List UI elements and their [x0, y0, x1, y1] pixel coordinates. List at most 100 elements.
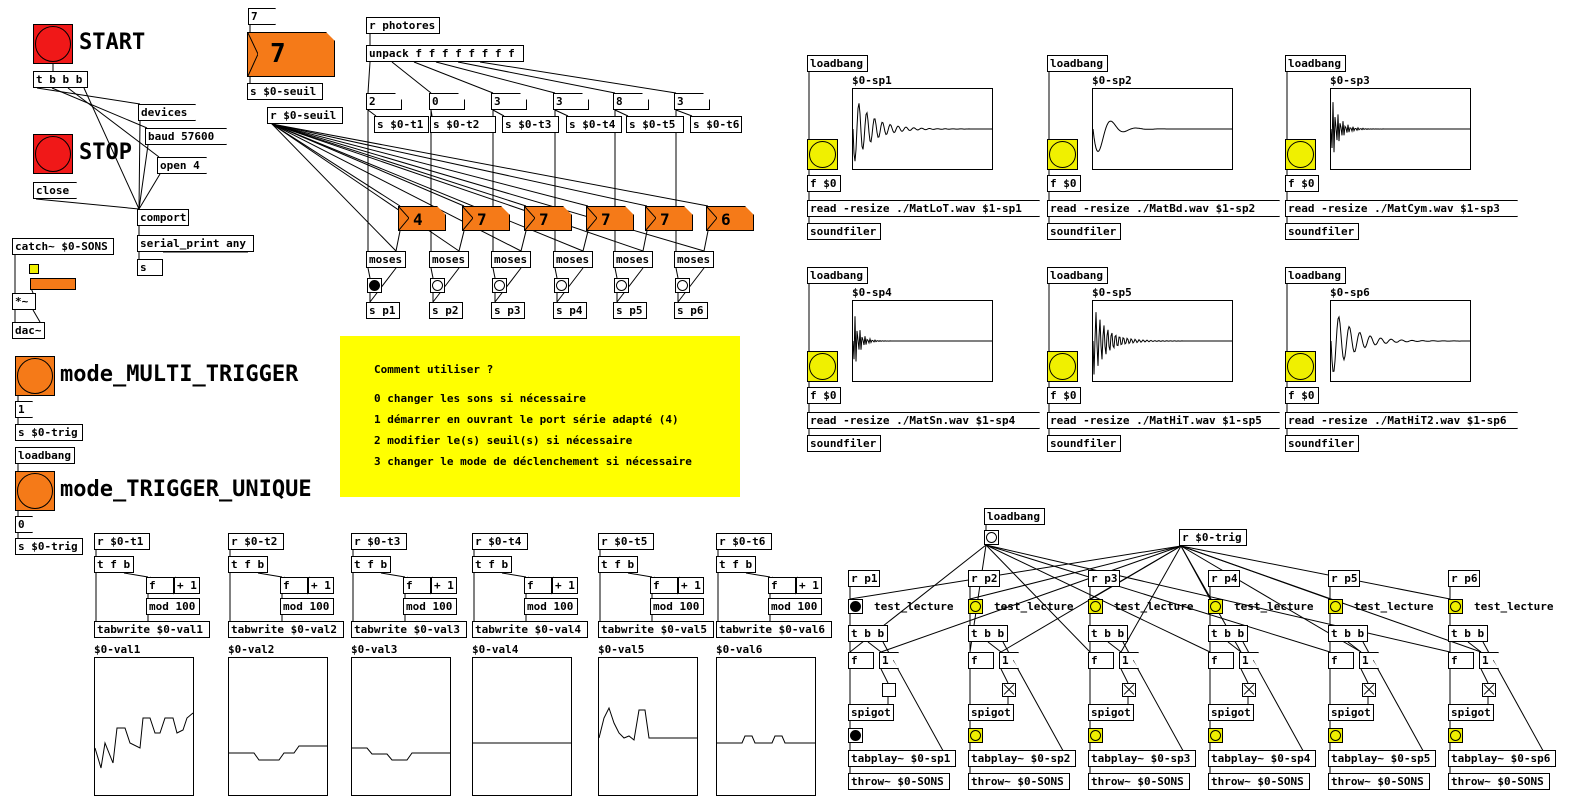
catch-object[interactable]: catch~ $0-SONS: [12, 238, 114, 255]
tabplay-5[interactable]: tabplay~ $0-sp5: [1328, 750, 1436, 767]
player-receive-1[interactable]: r p1: [848, 570, 880, 587]
graph-plus-3[interactable]: + 1: [431, 577, 457, 594]
graph-tfb-3[interactable]: t f b: [351, 556, 391, 573]
player-toggle-4[interactable]: [1242, 683, 1256, 697]
send-t3[interactable]: s $0-t3: [502, 116, 559, 133]
sample-loadbang-3[interactable]: loadbang: [1285, 55, 1346, 72]
photores-value-3[interactable]: 3: [491, 93, 527, 110]
close-message[interactable]: close: [33, 182, 77, 199]
player-end-bang-4[interactable]: [1208, 728, 1223, 743]
player-one-1[interactable]: 1: [879, 652, 899, 669]
graph-mod-1[interactable]: mod 100: [146, 598, 200, 615]
graph-mod-4[interactable]: mod 100: [524, 598, 578, 615]
devices-message[interactable]: devices: [138, 104, 196, 121]
spigot-2[interactable]: spigot: [968, 704, 1014, 721]
graph-f-5[interactable]: f: [650, 577, 678, 594]
moses-6[interactable]: moses: [674, 251, 714, 268]
player-bang-5[interactable]: [1328, 599, 1343, 614]
graph-plus-1[interactable]: + 1: [174, 577, 200, 594]
graph-receive-4[interactable]: r $0-t4: [472, 533, 528, 550]
send-t1[interactable]: s $0-t1: [374, 116, 429, 133]
sample-bang-6[interactable]: [1285, 351, 1316, 382]
graph-f-1[interactable]: f: [146, 577, 174, 594]
graph-tabwrite-2[interactable]: tabwrite $0-val2: [228, 621, 344, 638]
soundfiler-2[interactable]: soundfiler: [1047, 223, 1121, 240]
unpack-object[interactable]: unpack f f f f f f f f: [366, 45, 524, 62]
send-s-object[interactable]: s: [137, 259, 163, 276]
tabplay-6[interactable]: tabplay~ $0-sp6: [1448, 750, 1556, 767]
player-bang-1[interactable]: [848, 599, 863, 614]
sample-f-1[interactable]: f $0: [807, 175, 841, 192]
soundfiler-6[interactable]: soundfiler: [1285, 435, 1359, 452]
send-seuil[interactable]: s $0-seuil: [247, 83, 323, 100]
graph-tabwrite-3[interactable]: tabwrite $0-val3: [351, 621, 467, 638]
graph-mod-5[interactable]: mod 100: [650, 598, 704, 615]
graph-receive-1[interactable]: r $0-t1: [94, 533, 150, 550]
volume-toggle[interactable]: [29, 264, 39, 274]
graph-tabwrite-5[interactable]: tabwrite $0-val5: [598, 621, 714, 638]
player-f-6[interactable]: f: [1448, 652, 1474, 669]
photores-value-5[interactable]: 8: [613, 93, 649, 110]
comport-object[interactable]: comport: [137, 209, 189, 226]
send-t5[interactable]: s $0-t5: [626, 116, 684, 133]
loadbang-trig[interactable]: loadbang: [15, 447, 75, 464]
player-f-3[interactable]: f: [1088, 652, 1114, 669]
photores-value-2[interactable]: 0: [429, 93, 465, 110]
sample-bang-2[interactable]: [1047, 139, 1078, 170]
threshold-box-3[interactable]: 7: [524, 206, 572, 231]
soundfiler-4[interactable]: soundfiler: [807, 435, 881, 452]
player-end-bang-1[interactable]: [848, 728, 863, 743]
baud-message[interactable]: baud 57600: [145, 128, 227, 145]
graph-plus-5[interactable]: + 1: [678, 577, 704, 594]
spigot-6[interactable]: spigot: [1448, 704, 1494, 721]
player-toggle-1[interactable]: [882, 683, 896, 697]
tabplay-2[interactable]: tabplay~ $0-sp2: [968, 750, 1076, 767]
throw-3[interactable]: throw~ $0-SONS: [1088, 773, 1190, 790]
graph-receive-3[interactable]: r $0-t3: [351, 533, 407, 550]
sample-f-2[interactable]: f $0: [1047, 175, 1081, 192]
spigot-3[interactable]: spigot: [1088, 704, 1134, 721]
graph-receive-5[interactable]: r $0-t5: [598, 533, 654, 550]
player-receive-5[interactable]: r p5: [1328, 570, 1360, 587]
tabplay-1[interactable]: tabplay~ $0-sp1: [848, 750, 956, 767]
threshold-box-4[interactable]: 7: [586, 206, 634, 231]
graph-plus-2[interactable]: + 1: [308, 577, 334, 594]
open-message[interactable]: open 4: [157, 157, 207, 174]
sample-loadbang-5[interactable]: loadbang: [1047, 267, 1108, 284]
receive-trig[interactable]: r $0-trig: [1179, 529, 1247, 546]
sample-read-4[interactable]: read -resize ./MatSn.wav $1-sp4: [807, 412, 1040, 429]
player-receive-2[interactable]: r p2: [968, 570, 1000, 587]
player-end-bang-2[interactable]: [968, 728, 983, 743]
player-toggle-5[interactable]: [1362, 683, 1376, 697]
player-f-2[interactable]: f: [968, 652, 994, 669]
sample-f-6[interactable]: f $0: [1285, 387, 1319, 404]
send-trig-2[interactable]: s $0-trig: [15, 538, 83, 555]
send-t6[interactable]: s $0-t6: [690, 116, 742, 133]
player-bang-4[interactable]: [1208, 599, 1223, 614]
sample-bang-1[interactable]: [807, 139, 838, 170]
start-bang[interactable]: [33, 24, 73, 64]
player-tbb-3[interactable]: t b b: [1088, 625, 1128, 642]
player-f-1[interactable]: f: [848, 652, 874, 669]
sample-bang-3[interactable]: [1285, 139, 1316, 170]
photores-bang-2[interactable]: [430, 278, 445, 293]
receive-seuil[interactable]: r $0-seuil: [267, 107, 343, 124]
sample-loadbang-2[interactable]: loadbang: [1047, 55, 1108, 72]
graph-tfb-6[interactable]: t f b: [716, 556, 756, 573]
mode-multi-bang[interactable]: [15, 356, 55, 396]
spigot-5[interactable]: spigot: [1328, 704, 1374, 721]
tabplay-3[interactable]: tabplay~ $0-sp3: [1088, 750, 1196, 767]
threshold-box-2[interactable]: 7: [462, 206, 510, 231]
throw-4[interactable]: throw~ $0-SONS: [1208, 773, 1310, 790]
sample-read-5[interactable]: read -resize ./MatHiT.wav $1-sp5: [1047, 412, 1280, 429]
send-t4[interactable]: s $0-t4: [566, 116, 622, 133]
send-t2[interactable]: s $0-t2: [430, 116, 496, 133]
player-tbb-5[interactable]: t b b: [1328, 625, 1368, 642]
graph-plus-6[interactable]: + 1: [796, 577, 822, 594]
player-tbb-1[interactable]: t b b: [848, 625, 888, 642]
spigot-4[interactable]: spigot: [1208, 704, 1254, 721]
graph-receive-2[interactable]: r $0-t2: [228, 533, 284, 550]
graph-f-3[interactable]: f: [403, 577, 431, 594]
serial-print-object[interactable]: serial_print any: [137, 235, 254, 252]
sample-loadbang-4[interactable]: loadbang: [807, 267, 868, 284]
